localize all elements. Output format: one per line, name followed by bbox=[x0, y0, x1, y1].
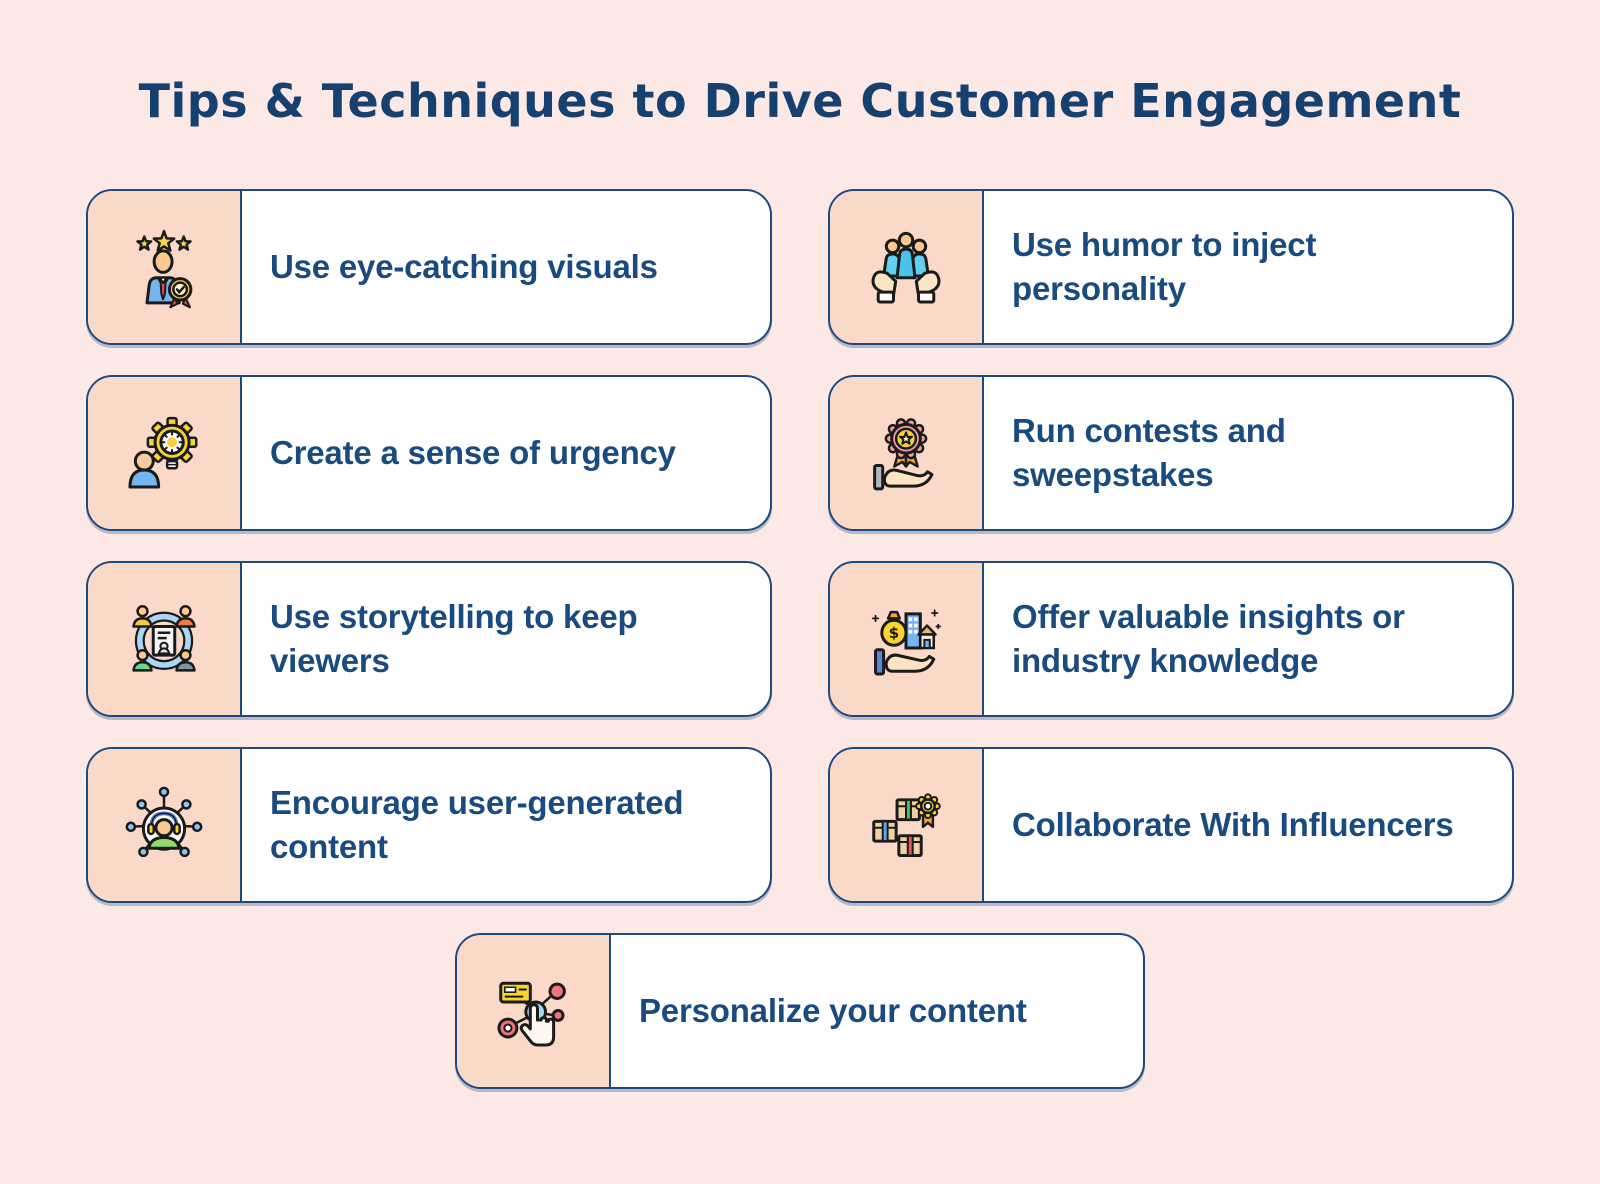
tip-label: Personalize your content bbox=[639, 991, 1027, 1029]
person-network-icon bbox=[121, 782, 207, 868]
tip-label: Encourage user-generated content bbox=[270, 784, 684, 865]
tip-card-humor-personality: Use humor to inject personality bbox=[828, 188, 1514, 345]
tip-card-collaborate-influencers: Collaborate With Influencers bbox=[828, 746, 1514, 903]
svg-text:$: $ bbox=[889, 624, 900, 642]
tip-card-body: Encourage user-generated content bbox=[242, 749, 770, 901]
tip-label: Use storytelling to keep viewers bbox=[270, 598, 638, 679]
hand-money-buildings-icon: $ bbox=[863, 596, 949, 682]
tip-card-body: Use storytelling to keep viewers bbox=[242, 563, 770, 715]
tip-card-contests-sweepstakes: Run contests and sweepstakes bbox=[828, 374, 1514, 531]
tip-card-body: Collaborate With Influencers bbox=[984, 749, 1512, 901]
tip-icon-panel bbox=[830, 190, 984, 343]
tip-card-sense-of-urgency: Create a sense of urgency bbox=[86, 374, 772, 531]
tips-grid: Use eye-catching visuals bbox=[86, 188, 1514, 903]
tip-icon-panel bbox=[830, 376, 984, 529]
tip-label: Collaborate With Influencers bbox=[1012, 805, 1454, 843]
click-personalization-icon bbox=[490, 968, 576, 1054]
people-in-hands-icon bbox=[863, 224, 949, 310]
tip-label: Use eye-catching visuals bbox=[270, 247, 658, 285]
tip-card-body: Offer valuable insights or industry know… bbox=[984, 563, 1512, 715]
person-gear-lightbulb-icon bbox=[121, 410, 207, 496]
tip-card-body: Run contests and sweepstakes bbox=[984, 377, 1512, 529]
tip-card-personalize-content: Personalize your content bbox=[455, 932, 1145, 1089]
tip-card-eye-catching-visuals: Use eye-catching visuals bbox=[86, 188, 772, 345]
tip-card-body: Personalize your content bbox=[611, 935, 1143, 1087]
tip-icon-panel bbox=[88, 562, 242, 715]
tip-card-body: Create a sense of urgency bbox=[242, 377, 770, 529]
tip-label: Use humor to inject personality bbox=[1012, 226, 1317, 307]
tip-label: Run contests and sweepstakes bbox=[1012, 412, 1286, 493]
tip-icon-panel bbox=[88, 748, 242, 901]
bottom-row: Personalize your content bbox=[86, 932, 1514, 1089]
tip-icon-panel bbox=[830, 748, 984, 901]
tip-icon-panel bbox=[88, 376, 242, 529]
tip-card-user-generated-content: Encourage user-generated content bbox=[86, 746, 772, 903]
hand-award-ribbon-icon bbox=[863, 410, 949, 496]
tip-card-storytelling: Use storytelling to keep viewers bbox=[86, 560, 772, 717]
person-stars-badge-icon bbox=[121, 224, 207, 310]
tip-card-body: Use eye-catching visuals bbox=[242, 191, 770, 343]
tip-icon-panel bbox=[457, 934, 611, 1087]
tip-icon-panel: $ bbox=[830, 562, 984, 715]
tip-card-valuable-insights: $ Offer valuable insights or industry kn… bbox=[828, 560, 1514, 717]
tip-card-body: Use humor to inject personality bbox=[984, 191, 1512, 343]
people-circle-document-icon bbox=[121, 596, 207, 682]
page-title: Tips & Techniques to Drive Customer Enga… bbox=[138, 74, 1462, 128]
tip-label: Create a sense of urgency bbox=[270, 433, 676, 471]
tip-label: Offer valuable insights or industry know… bbox=[1012, 598, 1405, 679]
tip-icon-panel bbox=[88, 190, 242, 343]
boxes-award-icon bbox=[863, 782, 949, 868]
